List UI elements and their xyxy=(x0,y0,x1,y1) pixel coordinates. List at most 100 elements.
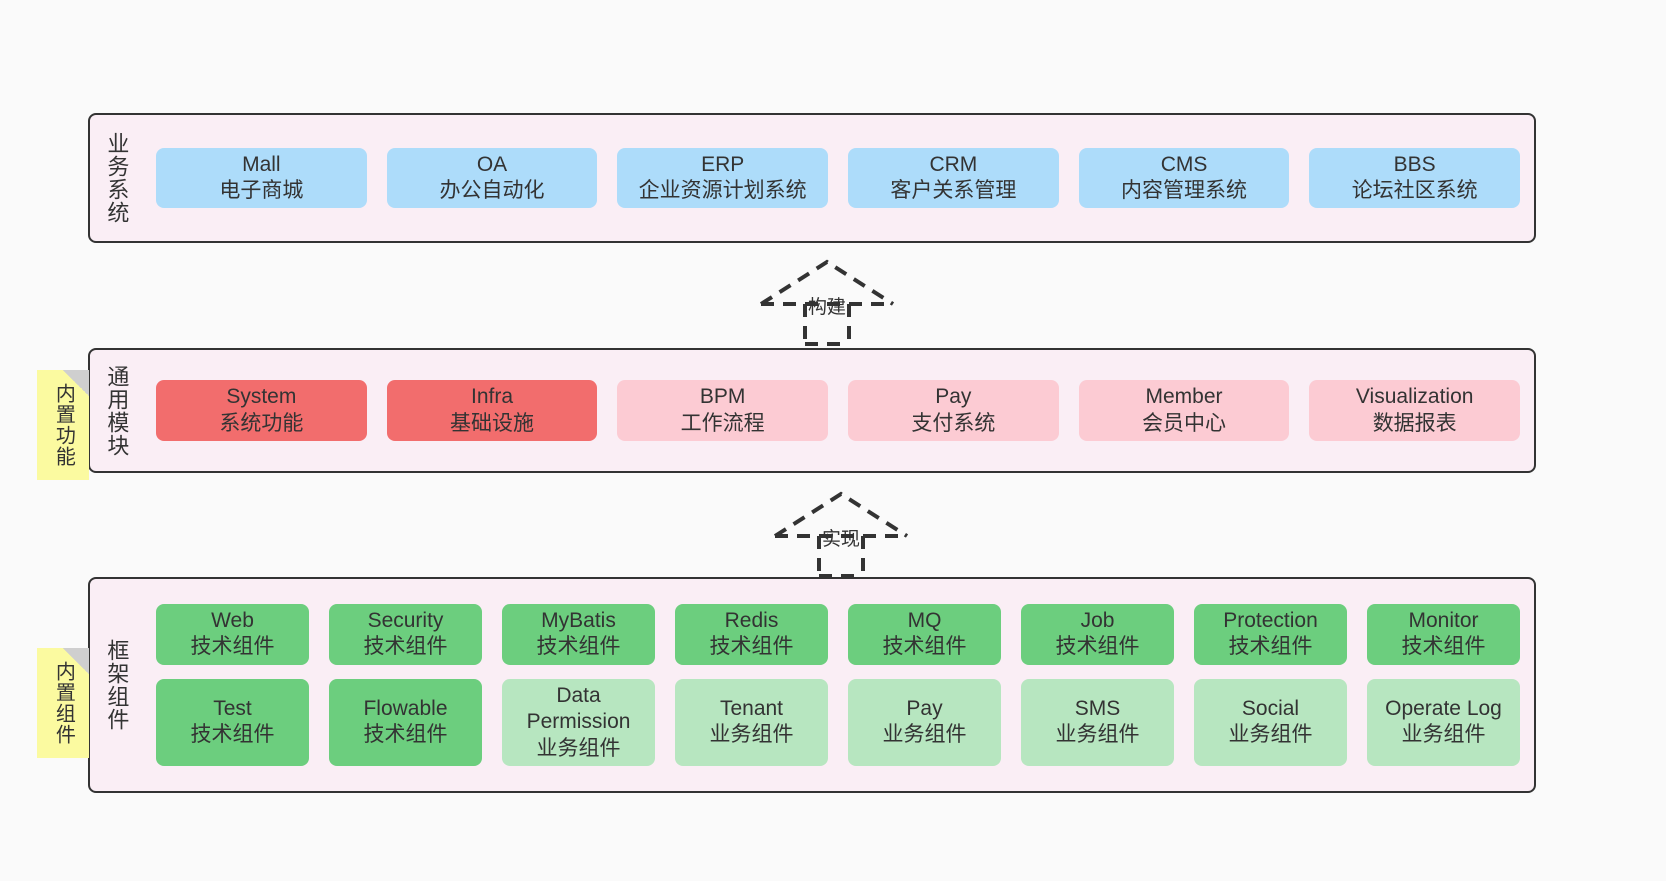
card-subtitle: 内容管理系统 xyxy=(1121,179,1248,202)
card-subtitle: 技术组件 xyxy=(190,723,275,747)
card-subtitle: 企业资源计划系统 xyxy=(638,179,807,202)
framework-card-job[interactable]: Job 技术组件 xyxy=(1021,603,1174,665)
common-module-row: System 系统功能 Infra 基础设施 BPM 工作流程 Pay 支付系统… xyxy=(156,380,1521,441)
card-title: CMS xyxy=(1160,152,1208,176)
card-subtitle: 业务组件 xyxy=(1055,723,1140,747)
framework-card-data-permission[interactable]: Data Permission 业务组件 xyxy=(502,678,655,767)
framework-card-security[interactable]: Security 技术组件 xyxy=(329,603,482,665)
sticky-note-text: 内置功能 xyxy=(52,383,75,467)
card-title: CRM xyxy=(929,152,978,176)
framework-card-sms[interactable]: SMS 业务组件 xyxy=(1021,678,1174,767)
card-subtitle: 技术组件 xyxy=(536,635,621,659)
card-title: ERP xyxy=(701,152,745,176)
card-subtitle: 办公自动化 xyxy=(439,179,545,202)
framework-card-flowable[interactable]: Flowable 技术组件 xyxy=(329,678,482,767)
card-subtitle: 数据报表 xyxy=(1372,411,1457,435)
framework-card-social[interactable]: Social 业务组件 xyxy=(1194,678,1347,767)
framework-card-monitor[interactable]: Monitor 技术组件 xyxy=(1367,603,1520,665)
framework-card-pay[interactable]: Pay 业务组件 xyxy=(848,678,1001,767)
framework-card-redis[interactable]: Redis 技术组件 xyxy=(675,603,828,665)
card-subtitle: 业务组件 xyxy=(536,736,621,760)
framework-card-tenant[interactable]: Tenant 业务组件 xyxy=(675,678,828,767)
business-card-bbs[interactable]: BBS 论坛社区系统 xyxy=(1309,147,1521,209)
card-title: Pay xyxy=(935,385,972,409)
card-subtitle: 系统功能 xyxy=(219,411,304,435)
module-card-system[interactable]: System 系统功能 xyxy=(156,380,367,441)
layer-framework-component-title: 框架组件 xyxy=(104,639,130,731)
card-title: Social xyxy=(1241,696,1300,720)
business-card-erp[interactable]: ERP 企业资源计划系统 xyxy=(617,147,829,209)
sticky-note-text: 内置组件 xyxy=(52,661,75,745)
framework-card-test[interactable]: Test 技术组件 xyxy=(156,678,309,767)
card-title: Flowable xyxy=(363,696,448,720)
card-title: BPM xyxy=(699,385,746,409)
card-subtitle: 技术组件 xyxy=(1055,635,1140,659)
arrow-build-label: 构建 xyxy=(807,297,847,318)
card-subtitle: 技术组件 xyxy=(363,635,448,659)
card-subtitle: 基础设施 xyxy=(450,411,534,435)
card-title: MQ xyxy=(907,608,942,632)
arrow-implement-label: 实现 xyxy=(821,529,861,550)
layer-common-module: 通用模块 System 系统功能 Infra 基础设施 BPM 工作流程 Pay… xyxy=(88,348,1536,473)
layer-framework-component-body: Web 技术组件 Security 技术组件 MyBatis 技术组件 Redi… xyxy=(142,579,1534,791)
framework-card-protection[interactable]: Protection 技术组件 xyxy=(1194,603,1347,665)
card-subtitle: 业务组件 xyxy=(709,723,794,747)
business-card-crm[interactable]: CRM 客户关系管理 xyxy=(848,147,1059,209)
card-title: Mall xyxy=(242,152,281,176)
card-subtitle: 业务组件 xyxy=(1228,723,1313,747)
card-title: System xyxy=(226,385,297,409)
card-title: Protection xyxy=(1223,608,1318,632)
sticky-note-builtin-function: 内置功能 xyxy=(37,370,89,480)
card-subtitle: 业务组件 xyxy=(882,723,967,747)
module-card-infra[interactable]: Infra 基础设施 xyxy=(386,380,598,441)
card-subtitle: 会员中心 xyxy=(1142,411,1227,435)
business-card-oa[interactable]: OA 办公自动化 xyxy=(386,147,598,209)
layer-common-module-body: System 系统功能 Infra 基础设施 BPM 工作流程 Pay 支付系统… xyxy=(142,350,1534,471)
framework-card-operate-log[interactable]: Operate Log 业务组件 xyxy=(1367,678,1520,767)
module-card-visualization[interactable]: Visualization 数据报表 xyxy=(1309,380,1521,441)
module-card-pay[interactable]: Pay 支付系统 xyxy=(848,380,1059,441)
card-title: Web xyxy=(211,608,254,632)
card-subtitle: 客户关系管理 xyxy=(890,179,1017,202)
card-title: MyBatis xyxy=(541,608,616,632)
card-subtitle: 技术组件 xyxy=(709,635,794,659)
card-title: BBS xyxy=(1393,152,1436,176)
layer-common-module-title: 通用模块 xyxy=(104,364,130,457)
card-title: Monitor xyxy=(1408,608,1479,632)
business-system-row: Mall 电子商城 OA 办公自动化 ERP 企业资源计划系统 CRM 客户关系… xyxy=(156,147,1521,209)
business-card-mall[interactable]: Mall 电子商城 xyxy=(156,147,367,209)
business-card-cms[interactable]: CMS 内容管理系统 xyxy=(1078,147,1290,209)
arrow-build: 构建 xyxy=(757,258,897,346)
module-card-bpm[interactable]: BPM 工作流程 xyxy=(617,380,829,441)
card-subtitle: 业务组件 xyxy=(1401,723,1486,747)
sticky-note-builtin-component: 内置组件 xyxy=(37,648,89,758)
card-subtitle: 工作流程 xyxy=(680,411,765,435)
framework-card-web[interactable]: Web 技术组件 xyxy=(156,603,309,665)
layer-business-system-body: Mall 电子商城 OA 办公自动化 ERP 企业资源计划系统 CRM 客户关系… xyxy=(142,115,1534,241)
card-title: Redis xyxy=(724,608,779,632)
card-title: Tenant xyxy=(719,696,784,720)
card-title: SMS xyxy=(1074,696,1121,720)
layer-business-system: 业务系统 Mall 电子商城 OA 办公自动化 ERP 企业资源计划系统 CRM… xyxy=(88,113,1536,243)
card-subtitle: 技术组件 xyxy=(363,723,448,747)
module-card-member[interactable]: Member 会员中心 xyxy=(1078,380,1290,441)
card-title: Test xyxy=(213,696,252,720)
card-title: Infra xyxy=(470,385,514,409)
card-title: Job xyxy=(1080,608,1115,632)
framework-card-mq[interactable]: MQ 技术组件 xyxy=(848,603,1001,665)
card-subtitle: 论坛社区系统 xyxy=(1351,179,1478,202)
layer-business-system-title: 业务系统 xyxy=(104,132,130,224)
framework-card-mybatis[interactable]: MyBatis 技术组件 xyxy=(502,603,655,665)
card-title: Operate Log xyxy=(1385,696,1502,720)
layer-framework-component: 框架组件 Web 技术组件 Security 技术组件 MyBatis 技术组件… xyxy=(88,577,1536,793)
card-title: Pay xyxy=(906,696,943,720)
framework-tech-row: Web 技术组件 Security 技术组件 MyBatis 技术组件 Redi… xyxy=(156,603,1520,665)
card-subtitle: 技术组件 xyxy=(882,635,967,659)
card-subtitle: 电子商城 xyxy=(219,179,304,202)
card-subtitle: 支付系统 xyxy=(911,411,996,435)
arrow-implement: 实现 xyxy=(771,490,911,578)
card-subtitle: 技术组件 xyxy=(190,635,275,659)
card-title: OA xyxy=(476,152,508,176)
card-title: Visualization xyxy=(1355,385,1474,409)
